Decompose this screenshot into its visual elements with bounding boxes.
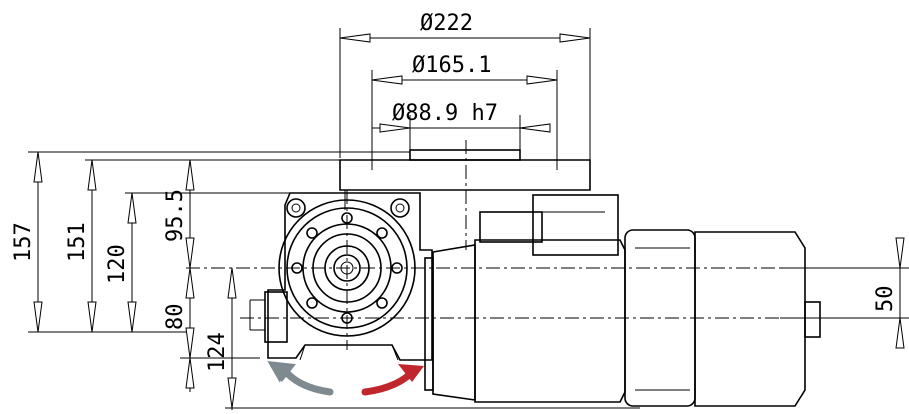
dim-label-dia-88: Ø88.9 h7 [392, 101, 498, 126]
gearbox-housing [249, 190, 433, 361]
dim-label-151: 151 [65, 222, 90, 262]
cw-rotation-arrow [361, 370, 414, 396]
rotation-arrows [267, 360, 424, 396]
input-flange-view [278, 199, 416, 337]
dim-label-50: 50 [873, 286, 898, 313]
dim-label-80: 80 [163, 304, 188, 331]
dim-label-157: 157 [11, 222, 36, 262]
dim-label-95-5: 95.5 [163, 189, 188, 242]
motor-body [424, 194, 821, 407]
dim-label-124: 124 [205, 332, 230, 372]
dimension-lines-left [28, 151, 640, 410]
dim-label-dia-222: Ø222 [420, 11, 473, 36]
dim-label-120: 120 [105, 244, 130, 284]
dimension-lines-top [339, 28, 591, 160]
output-flange [339, 149, 591, 191]
dim-label-dia-165: Ø165.1 [412, 53, 491, 78]
